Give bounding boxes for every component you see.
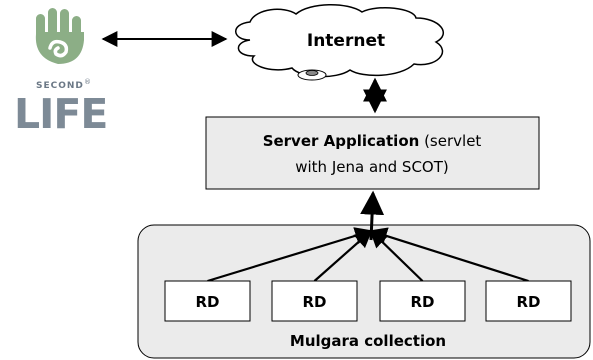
rd-label: RD — [410, 293, 434, 311]
rd-box — [271, 280, 358, 322]
logo-second-text: SECOND — [36, 81, 84, 91]
mulgara-collection: Mulgara collection — [137, 224, 591, 359]
server-label-bold: Server Application — [263, 132, 420, 150]
rd-arrow — [313, 229, 373, 282]
rd-box — [164, 280, 251, 322]
rd-label: RD — [516, 293, 540, 311]
logo-life-text: LIFE — [14, 90, 107, 138]
rd-label: RD — [195, 293, 219, 311]
server-label-line1: Server Application (servlet — [263, 132, 482, 150]
hand-icon — [35, 8, 84, 64]
rd-arrow — [369, 227, 529, 283]
internet-cloud: Internet — [235, 4, 444, 81]
server-label-rest: (servlet — [419, 132, 481, 150]
rd-arrow — [207, 227, 373, 283]
mulgara-collection-label: Mulgara collection — [290, 332, 446, 350]
server-label-line2: with Jena and SCOT) — [295, 158, 449, 176]
rd-box — [485, 280, 572, 322]
rd-boxes: RD RD RD RD — [164, 227, 572, 322]
second-life-logo: SECOND ® LIFE — [14, 8, 108, 138]
server-application-box: Server Application (servlet with Jena an… — [205, 116, 540, 190]
rd-box — [379, 280, 466, 322]
rd-label: RD — [302, 293, 326, 311]
logo-registered-mark: ® — [84, 78, 91, 86]
internet-label: Internet — [307, 31, 385, 51]
